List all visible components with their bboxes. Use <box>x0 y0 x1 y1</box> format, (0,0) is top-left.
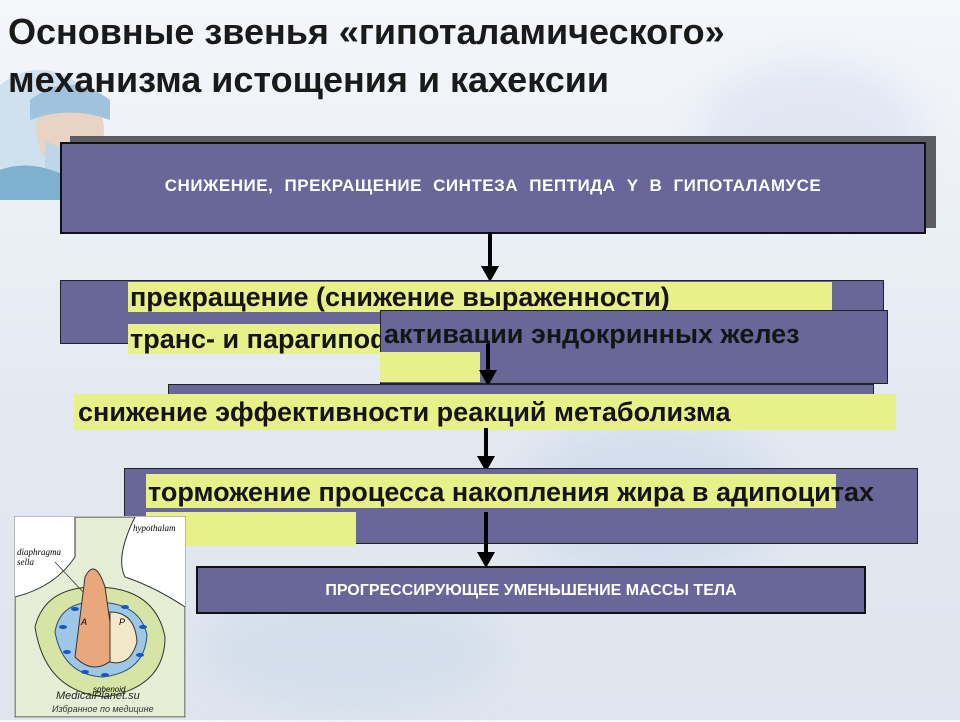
step-box-1: СНИЖЕНИЕ, ПРЕКРАЩЕНИЕ СИНТЕЗА ПЕПТИДА Y … <box>60 142 926 234</box>
label-hypothalamus: hypothalam <box>133 523 176 533</box>
label-p: P <box>119 617 126 627</box>
arrow-down-icon <box>477 512 495 568</box>
step-2-text-line1: прекращение (снижение выраженности) <box>128 282 832 312</box>
step-4-text: снижение эффективности реакций метаболиз… <box>74 394 896 430</box>
step-3-text: активации эндокринных желез <box>384 319 800 349</box>
step-6-text: ПРОГРЕССИРУЮЩЕЕ УМЕНЬШЕНИЕ МАССЫ ТЕЛА <box>325 582 737 599</box>
pituitary-illustration: hypothalam diaphragma sella A P sphenoid <box>14 516 186 718</box>
text-highlight <box>380 352 480 382</box>
surgeon-image <box>0 70 110 200</box>
label-diaphragma: diaphragma sella <box>17 547 62 567</box>
arrow-down-icon <box>477 428 495 472</box>
step-1-text: СНИЖЕНИЕ, ПРЕКРАЩЕНИЕ СИНТЕЗА ПЕПТИДА Y … <box>164 176 822 195</box>
arrow-down-icon <box>481 232 499 282</box>
text-highlight <box>146 474 836 508</box>
pituitary-diagram <box>14 516 186 718</box>
step-box-6: ПРОГРЕССИРУЮЩЕЕ УМЕНЬШЕНИЕ МАССЫ ТЕЛА <box>196 566 866 614</box>
label-a: A <box>81 617 88 627</box>
arrow-down-icon <box>479 344 497 386</box>
page-title: Основные звенья «гипоталамического» меха… <box>8 11 725 100</box>
label-sphenoid: sphenoid <box>93 685 126 694</box>
step-5-text: торможение процесса накопления жира в ад… <box>148 477 875 507</box>
watermark-site: MedicalPlanet.su <box>56 690 140 702</box>
watermark-subtitle: Избранное по медицине <box>52 704 154 714</box>
